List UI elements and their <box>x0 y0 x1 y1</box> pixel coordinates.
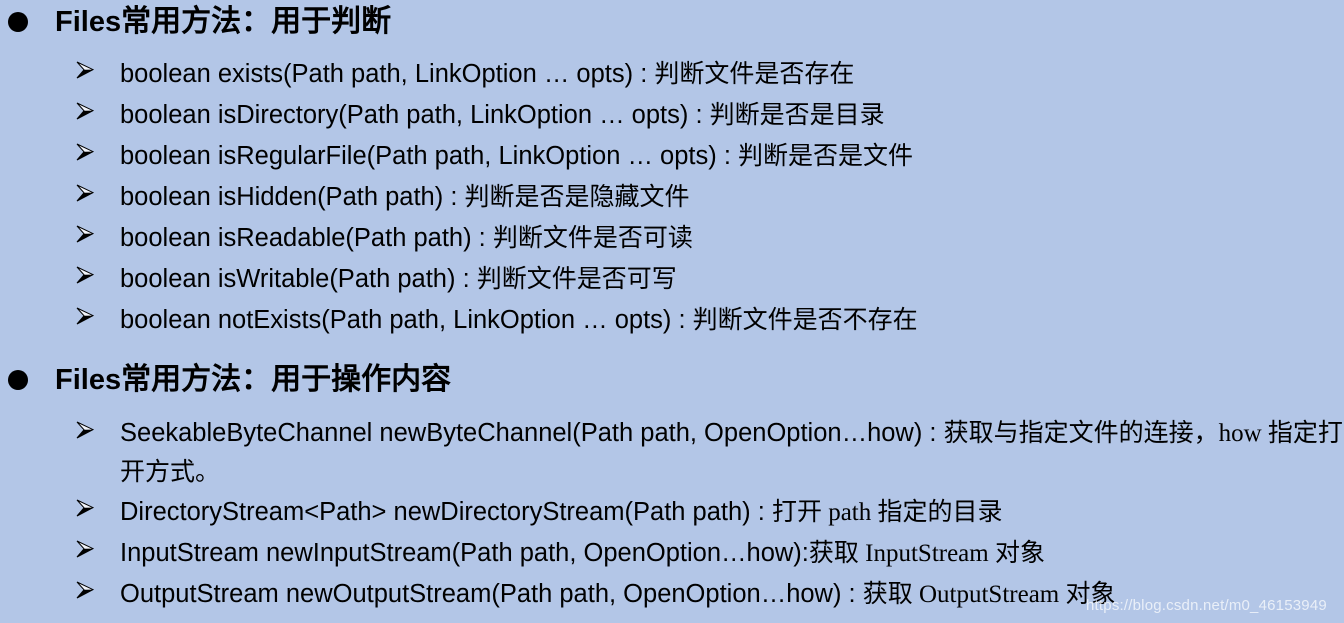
list-item-text: InputStream newInputStream(Path path, Op… <box>120 539 1045 567</box>
arrow-bullet-icon <box>72 577 98 603</box>
list-item-text: boolean exists(Path path, LinkOption … o… <box>120 60 854 88</box>
list-item: boolean exists(Path path, LinkOption … o… <box>0 54 1344 95</box>
disc-bullet-icon <box>8 370 28 390</box>
list-item-text: SeekableByteChannel newByteChannel(Path … <box>120 419 1343 486</box>
method-signature: boolean isWritable(Path path) <box>120 265 456 293</box>
section-2-title-latin: Files <box>55 364 122 396</box>
list-item-text: boolean isHidden(Path path) : 判断是否是隐藏文件 <box>120 183 690 211</box>
section-1-title-cjk: 常用方法：用于判断 <box>121 5 392 38</box>
section-files-content-ops: Files常用方法：用于操作内容 SeekableByteChannel new… <box>0 358 1344 615</box>
disc-bullet-icon <box>8 12 28 32</box>
method-signature: boolean isDirectory(Path path, LinkOptio… <box>120 101 689 129</box>
method-signature: DirectoryStream<Path> newDirectoryStream… <box>120 498 751 526</box>
arrow-bullet-icon <box>72 57 98 83</box>
list-item-text: boolean isDirectory(Path path, LinkOptio… <box>120 101 885 129</box>
method-description: 判断文件是否不存在 <box>692 307 918 334</box>
list-item-text: DirectoryStream<Path> newDirectoryStream… <box>120 498 1002 526</box>
method-signature: InputStream newInputStream(Path path, Op… <box>120 539 802 567</box>
method-signature: boolean exists(Path path, LinkOption … o… <box>120 60 634 88</box>
separator: : <box>841 580 863 608</box>
method-signature: SeekableByteChannel newByteChannel(Path … <box>120 419 923 447</box>
separator: : <box>455 265 477 293</box>
method-description: 判断文件是否可写 <box>476 266 677 293</box>
method-description: 获取 InputStream 对象 <box>808 540 1045 567</box>
list-item: boolean notExists(Path path, LinkOption … <box>0 300 1344 341</box>
section-1-title: Files常用方法：用于判断 <box>55 5 391 39</box>
list-item: boolean isWritable(Path path) : 判断文件是否可写 <box>0 259 1344 300</box>
list-item: SeekableByteChannel newByteChannel(Path … <box>0 414 1344 492</box>
method-signature: boolean notExists(Path path, LinkOption … <box>120 306 672 334</box>
separator: : <box>922 419 944 447</box>
separator: : <box>471 224 493 252</box>
method-signature: OutputStream newOutputStream(Path path, … <box>120 580 842 608</box>
list-item-text: boolean isRegularFile(Path path, LinkOpt… <box>120 142 913 170</box>
list-item: boolean isDirectory(Path path, LinkOptio… <box>0 95 1344 136</box>
section-2-item-list: SeekableByteChannel newByteChannel(Path … <box>0 414 1344 615</box>
list-item-text: boolean isReadable(Path path) : 判断文件是否可读 <box>120 224 693 252</box>
method-description: 打开 path 指定的目录 <box>771 499 1003 526</box>
method-description: 判断文件是否存在 <box>654 61 855 88</box>
method-description: 判断是否是文件 <box>738 143 914 170</box>
section-2-title-cjk: 常用方法：用于操作内容 <box>121 363 452 396</box>
arrow-bullet-icon <box>72 303 98 329</box>
section-2-title: Files常用方法：用于操作内容 <box>55 363 451 397</box>
arrow-bullet-icon <box>72 180 98 206</box>
arrow-bullet-icon <box>72 98 98 124</box>
list-item: InputStream newInputStream(Path path, Op… <box>0 533 1344 574</box>
arrow-bullet-icon <box>72 221 98 247</box>
separator: : <box>633 60 655 88</box>
section-1-title-latin: Files <box>55 6 122 38</box>
method-description: 判断文件是否可读 <box>492 225 693 252</box>
list-item: boolean isRegularFile(Path path, LinkOpt… <box>0 136 1344 177</box>
arrow-bullet-icon <box>72 417 98 443</box>
method-description: 判断是否是目录 <box>709 102 885 129</box>
separator: : <box>688 101 710 129</box>
watermark-url: https://blog.csdn.net/m0_46153949 <box>1086 597 1327 614</box>
method-description: 获取与指定文件的连接，how 指定打开方式。 <box>120 420 1343 486</box>
method-description: 判断是否是隐藏文件 <box>464 184 690 211</box>
arrow-bullet-icon <box>72 262 98 288</box>
arrow-bullet-icon <box>72 139 98 165</box>
list-item-text: boolean isWritable(Path path) : 判断文件是否可写 <box>120 265 677 293</box>
list-item: boolean isHidden(Path path) : 判断是否是隐藏文件 <box>0 177 1344 218</box>
section-2-heading: Files常用方法：用于操作内容 <box>0 358 1344 402</box>
separator: : <box>671 306 693 334</box>
method-signature: boolean isHidden(Path path) <box>120 183 444 211</box>
separator: : <box>716 142 739 170</box>
list-item: OutputStream newOutputStream(Path path, … <box>0 574 1344 615</box>
separator: : <box>750 498 772 526</box>
arrow-bullet-icon <box>72 495 98 521</box>
method-signature: boolean isReadable(Path path) <box>120 224 472 252</box>
method-description: 获取 OutputStream 对象 <box>862 581 1116 608</box>
section-files-judgement: Files常用方法：用于判断 boolean exists(Path path,… <box>0 0 1344 341</box>
list-item: DirectoryStream<Path> newDirectoryStream… <box>0 492 1344 533</box>
separator: : <box>801 539 809 567</box>
section-1-item-list: boolean exists(Path path, LinkOption … o… <box>0 54 1344 341</box>
arrow-bullet-icon <box>72 536 98 562</box>
method-signature: boolean isRegularFile(Path path, LinkOpt… <box>120 142 717 170</box>
list-item: boolean isReadable(Path path) : 判断文件是否可读 <box>0 218 1344 259</box>
separator: : <box>443 183 465 211</box>
list-item-text: boolean notExists(Path path, LinkOption … <box>120 306 918 334</box>
list-item-text: OutputStream newOutputStream(Path path, … <box>120 580 1116 608</box>
section-1-heading: Files常用方法：用于判断 <box>0 0 1344 44</box>
